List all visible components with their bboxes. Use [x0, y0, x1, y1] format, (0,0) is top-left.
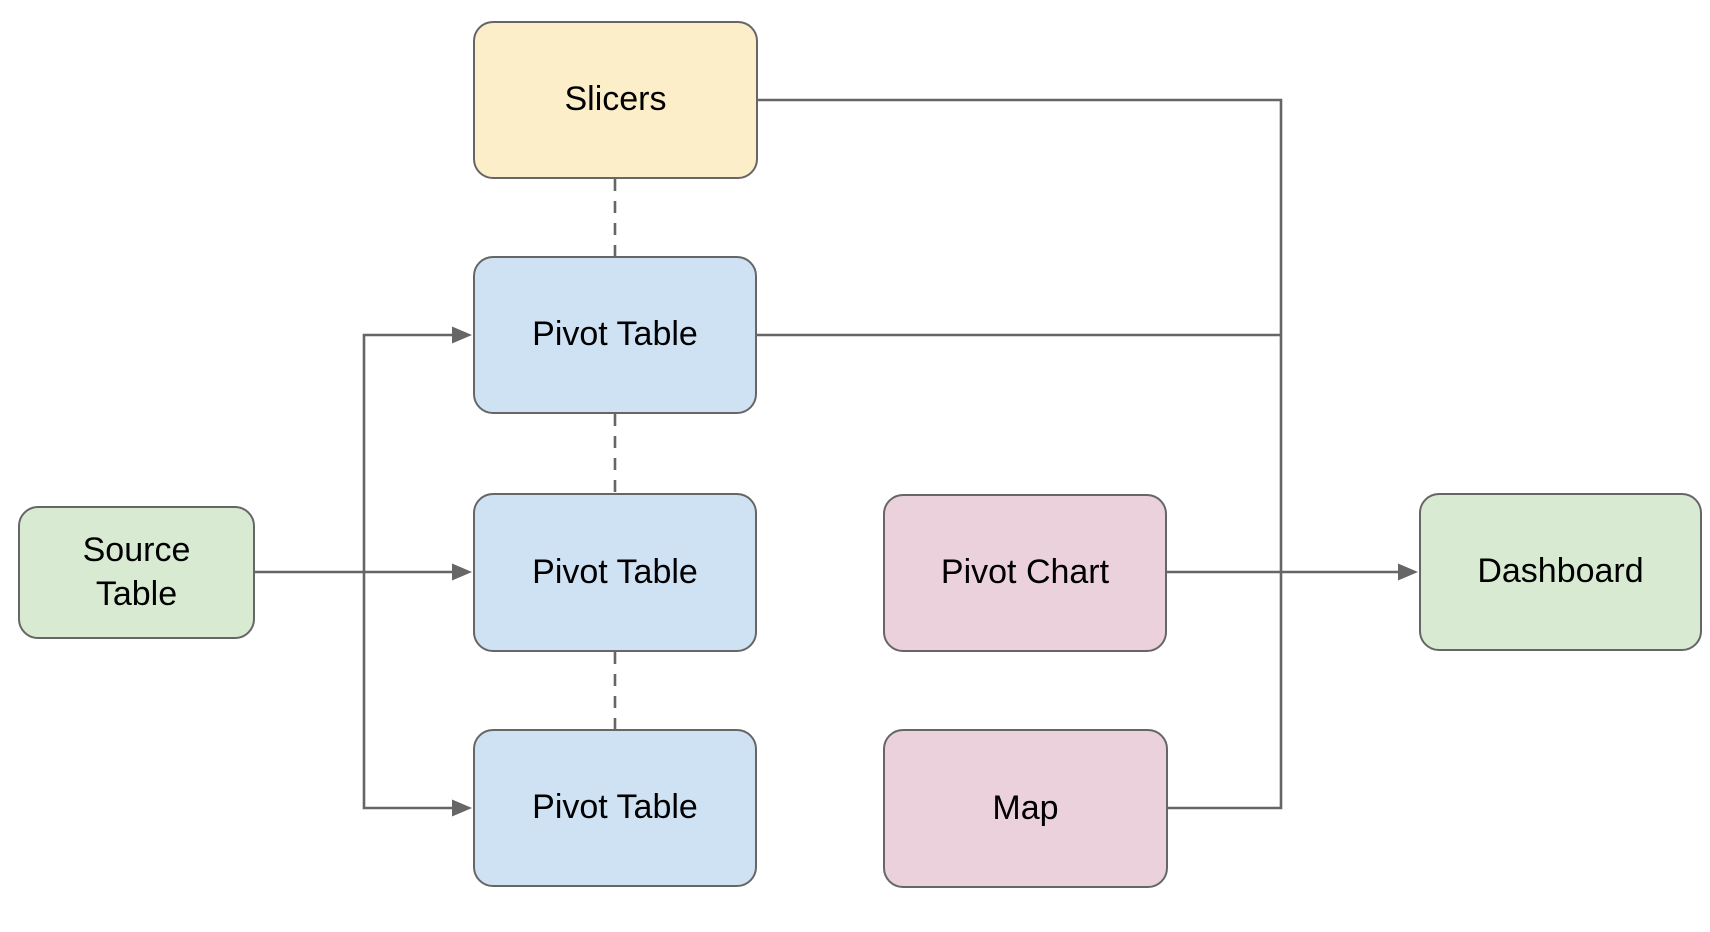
node-pivot-chart: Pivot Chart [883, 494, 1167, 652]
node-pivot-table-3-label: Pivot Table [532, 788, 698, 827]
edge-slicers-collector-map [758, 98, 1283, 810]
node-pivot-table-1: Pivot Table [473, 256, 757, 414]
node-source-table: Source Table [18, 506, 255, 639]
node-map-label: Map [992, 788, 1059, 827]
node-dashboard: Dashboard [1419, 493, 1702, 651]
node-source-table-label: Source Table [82, 530, 191, 613]
node-pivot-table-2: Pivot Table [473, 493, 757, 652]
node-pivot-chart-label: Pivot Chart [940, 553, 1110, 592]
node-slicers-label: Slicers [564, 80, 667, 119]
arrowhead-pivot-table-1 [452, 326, 472, 344]
node-map: Map [883, 729, 1168, 888]
arrowhead-pivot-table-2 [452, 563, 472, 581]
node-pivot-table-2-label: Pivot Table [532, 552, 698, 591]
node-pivot-table-3: Pivot Table [473, 729, 757, 887]
arrowhead-pivot-table-3 [452, 799, 472, 817]
node-dashboard-label: Dashboard [1477, 552, 1644, 591]
arrowhead-dashboard [1398, 563, 1418, 581]
node-pivot-table-1-label: Pivot Table [532, 315, 698, 354]
edge-source-branch [362, 333, 452, 810]
node-slicers: Slicers [473, 21, 758, 179]
